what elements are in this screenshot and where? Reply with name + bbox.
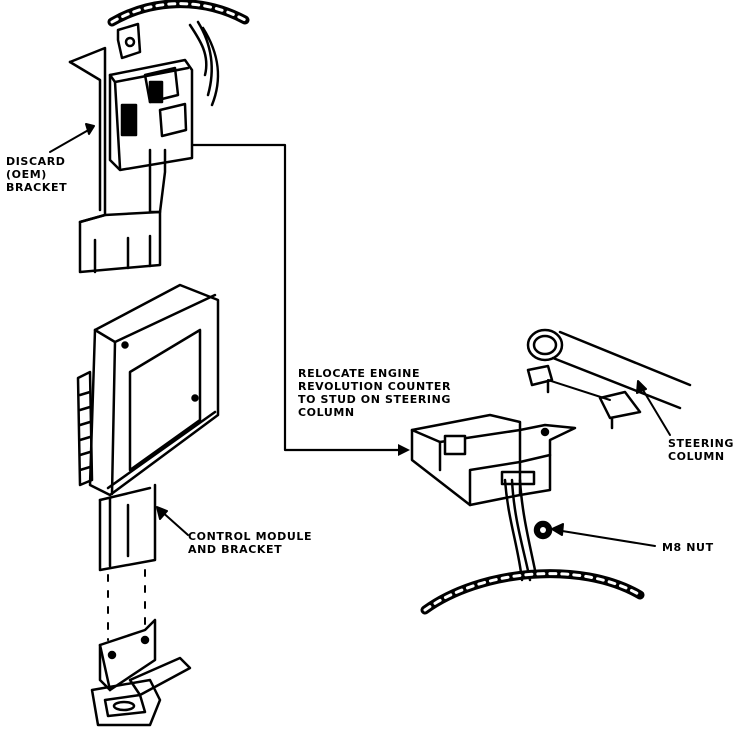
oem-bracket xyxy=(68,22,167,274)
relocate-line-1: RELOCATE ENGINE xyxy=(298,367,421,380)
discard-bracket-line-2: (OEM) xyxy=(6,168,47,181)
revolution-counter-new-position xyxy=(410,413,577,507)
control-module-line-2: AND BRACKET xyxy=(188,543,283,556)
discard-bracket-label: DISCARD (OEM) BRACKET xyxy=(6,155,67,194)
control-module-label: CONTROL MODULE AND BRACKET xyxy=(188,530,312,556)
upper-wire-harness xyxy=(107,0,250,107)
relocation-leader-line xyxy=(190,143,410,456)
steering-column xyxy=(526,328,692,430)
steering-column-line-2: COLUMN xyxy=(668,450,725,463)
m8-nut xyxy=(533,520,553,540)
relocate-counter-label: RELOCATE ENGINE REVOLUTION COUNTER TO ST… xyxy=(298,367,451,419)
control-module-line-1: CONTROL MODULE xyxy=(188,530,313,543)
discard-bracket-line-3: BRACKET xyxy=(6,181,68,194)
relocate-line-2: REVOLUTION COUNTER xyxy=(298,380,452,393)
steering-column-line-1: STEERING xyxy=(668,437,735,450)
steering-column-label: STEERING COLUMN xyxy=(668,437,734,463)
leader-arrows xyxy=(49,123,671,547)
revolution-counter-old-position xyxy=(108,58,194,172)
relocate-line-4: COLUMN xyxy=(298,406,355,419)
lower-wire-harness xyxy=(420,569,645,615)
counter-wiring xyxy=(500,470,538,582)
m8-nut-text: M8 NUT xyxy=(662,541,714,554)
relocate-line-3: TO STUD ON STEERING xyxy=(298,393,452,406)
control-module xyxy=(76,283,220,497)
control-module-bracket xyxy=(98,483,157,572)
mounting-plate xyxy=(90,618,192,727)
m8-nut-label: M8 NUT xyxy=(662,541,714,554)
discard-bracket-line-1: DISCARD xyxy=(6,155,66,168)
alignment-dashes xyxy=(107,569,146,641)
